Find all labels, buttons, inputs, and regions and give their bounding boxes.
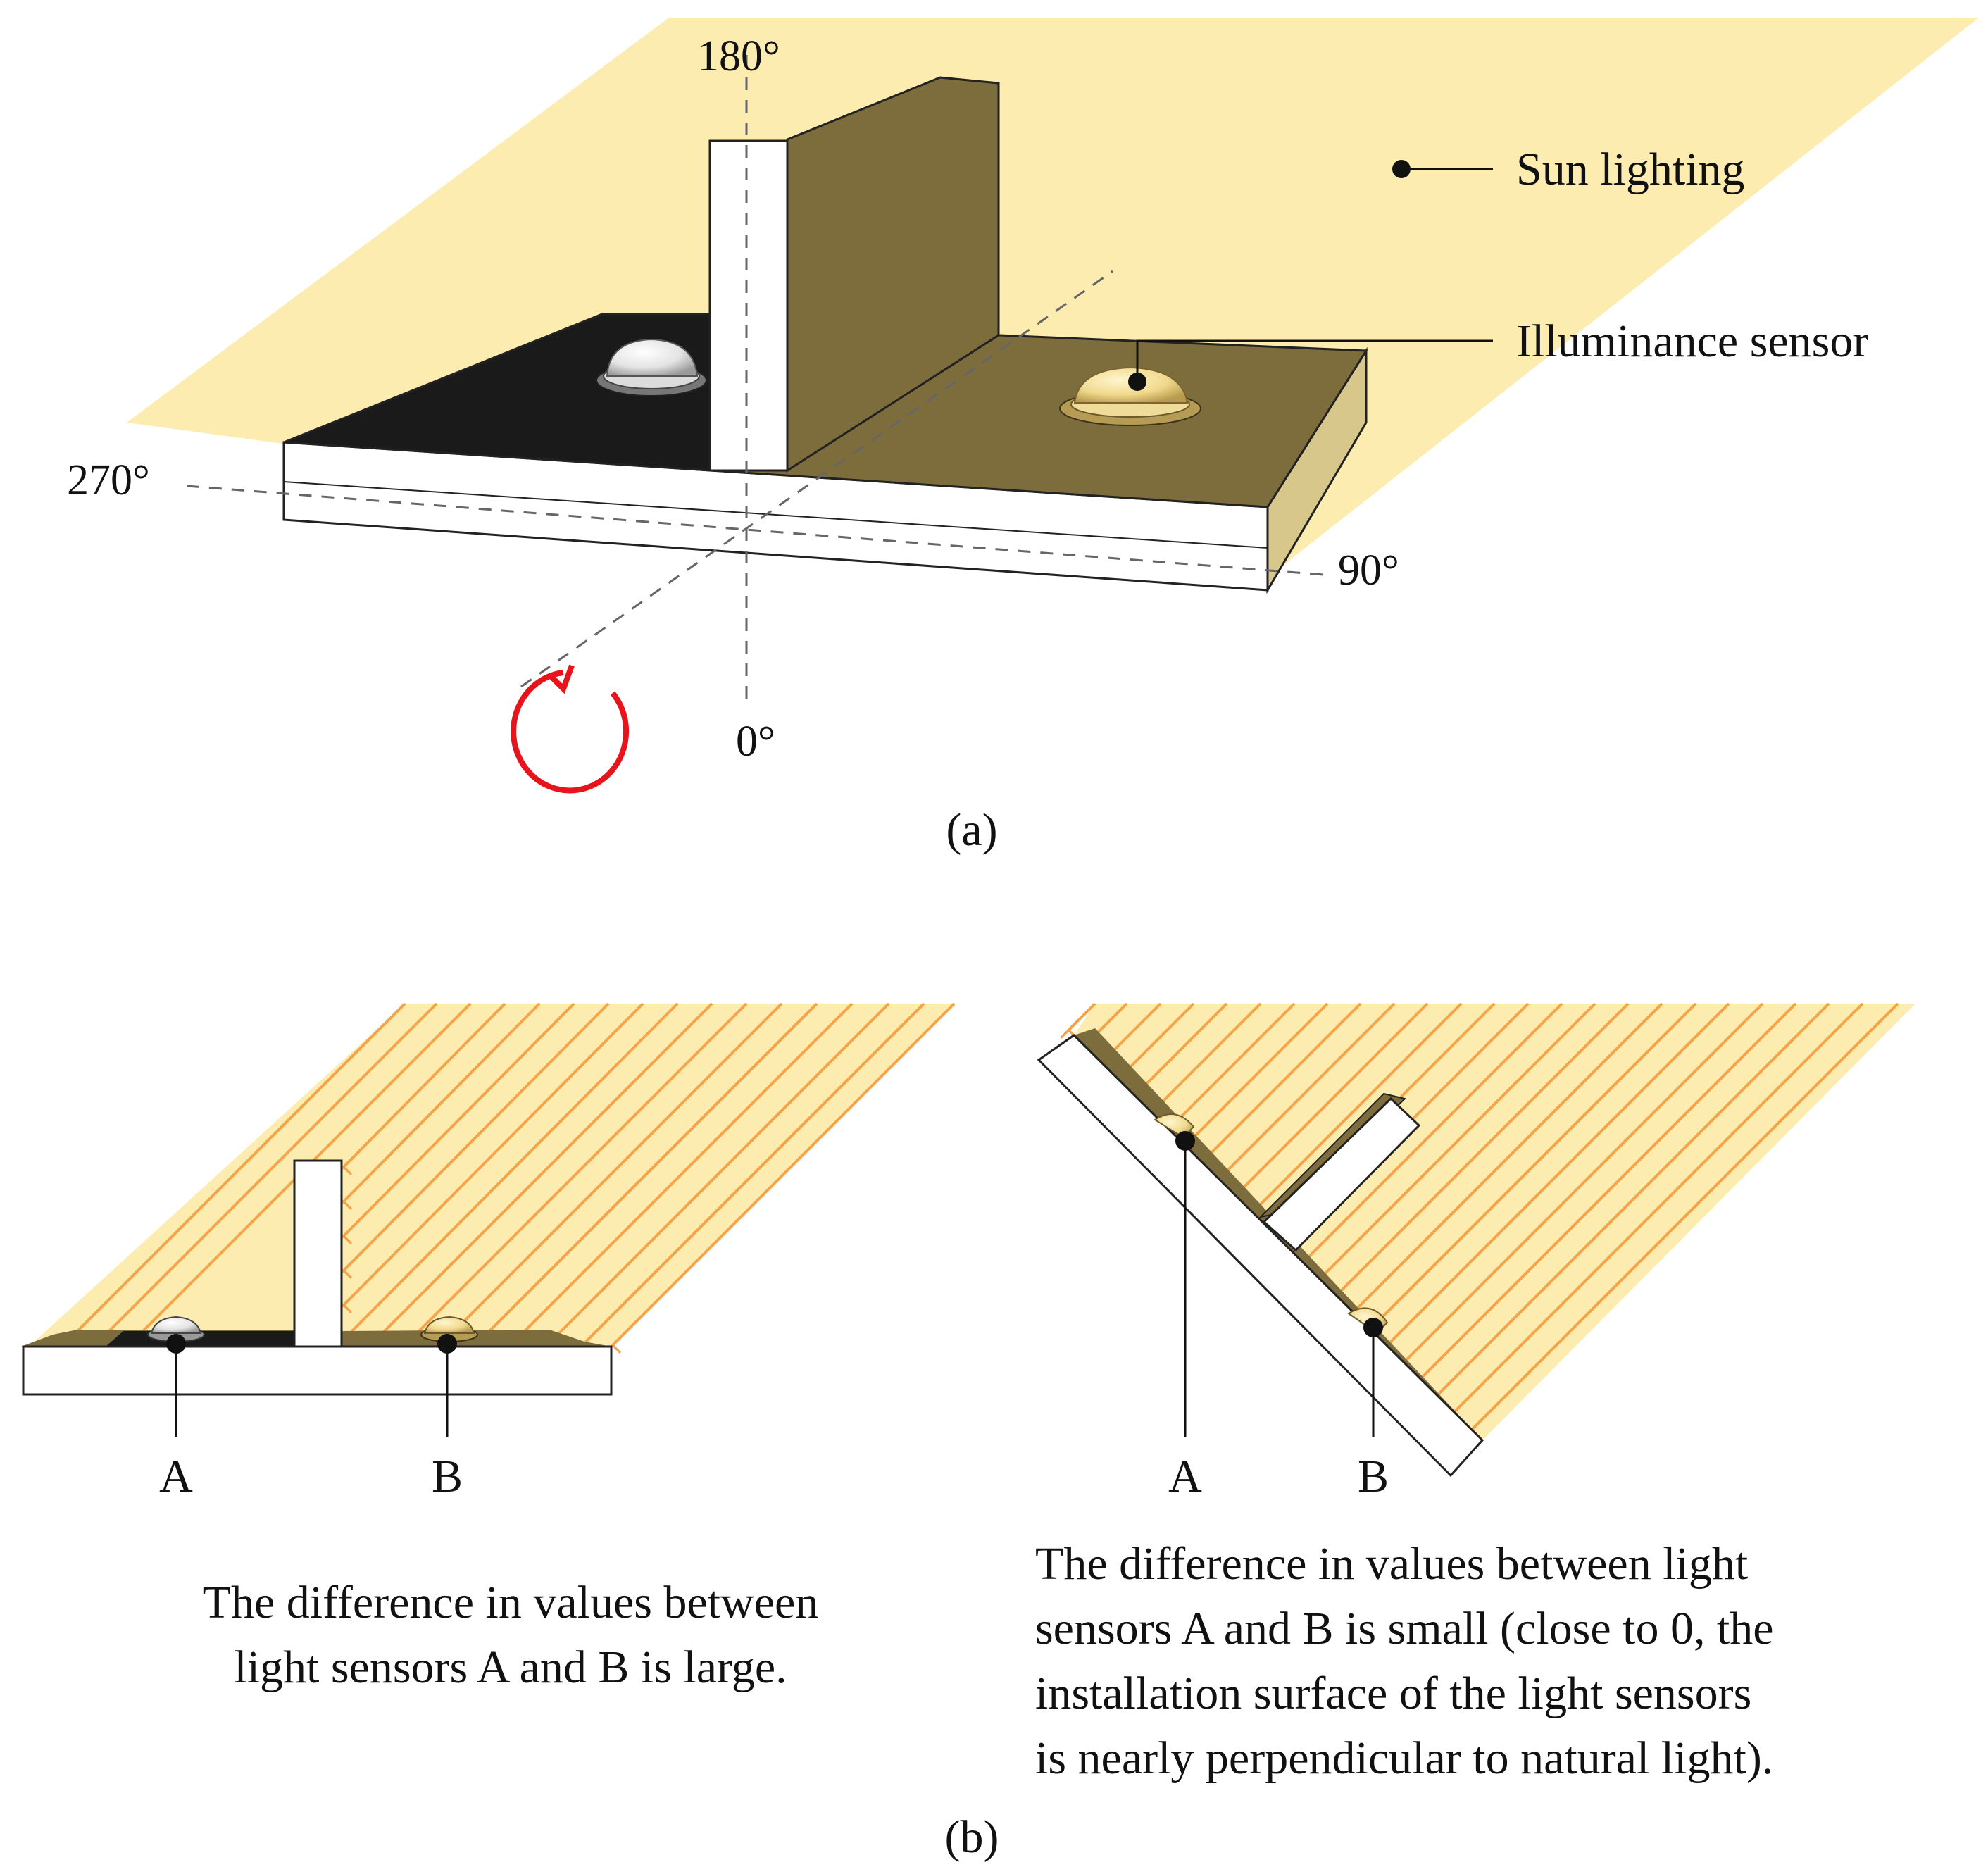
sun-ray <box>1060 1002 1096 1039</box>
sun-ray <box>1395 1002 1764 1371</box>
sun-ray <box>1193 1002 1362 1171</box>
panel-b-right: A B <box>1037 1002 1915 1502</box>
olive-surface-right <box>342 1330 611 1347</box>
vertical-fin-left <box>293 1159 343 1348</box>
sun-ray <box>1445 1002 1864 1421</box>
sun-lighting-band-left <box>28 1004 954 1347</box>
sun-rays-left <box>54 1002 956 1354</box>
sun-ray <box>361 1002 713 1354</box>
legend-illuminance-sensor: Illuminance sensor <box>1128 316 1868 391</box>
sensor-dome-gold <box>1059 366 1201 426</box>
sun-ray <box>86 1002 438 1354</box>
caption-right-line: is nearly perpendicular to natural light… <box>1035 1732 1774 1784</box>
caption-left-line: The difference in values between <box>202 1577 819 1628</box>
sun-ray <box>335 1002 610 1280</box>
caption-left: The difference in values between light s… <box>106 1571 915 1700</box>
sun-ray <box>501 1002 854 1354</box>
legend-sun-lighting: Sun lighting <box>1392 144 1745 195</box>
sun-ray <box>431 1002 783 1354</box>
sun-ray <box>335 1002 575 1245</box>
vertical-wall-edge <box>708 139 789 472</box>
sun-ray <box>1294 1002 1563 1271</box>
sun-ray <box>1177 1002 1329 1154</box>
sun-ray <box>573 1002 925 1354</box>
angle-90-label: 90° <box>1338 547 1399 594</box>
panel-a-label: (a) <box>946 804 997 856</box>
sensor-a-label-right: A <box>1168 1451 1202 1502</box>
sun-ray <box>1412 1002 1797 1387</box>
sun-ray <box>1126 1002 1228 1104</box>
sun-ray <box>1210 1002 1396 1188</box>
sun-ray <box>1361 1002 1697 1338</box>
sun-ray <box>1160 1002 1296 1138</box>
sun-ray <box>604 1002 956 1354</box>
sun-ray <box>1378 1002 1730 1354</box>
sensor-b-label-left: B <box>432 1451 463 1502</box>
caption-right: The difference in values between light s… <box>1035 1532 1972 1791</box>
sun-ray <box>466 1002 818 1354</box>
caption-right-line: sensors A and B is small (close to 0, th… <box>1035 1603 1774 1654</box>
caption-left-line: light sensors A and B is large. <box>234 1642 787 1693</box>
sun-ray <box>335 1002 679 1349</box>
sun-ray <box>1227 1002 1429 1204</box>
sun-ray <box>1463 1002 1899 1439</box>
sensor-dome-white <box>596 338 707 396</box>
sensor-b-label-right: B <box>1358 1451 1389 1502</box>
plate-body-tilted <box>1037 1034 1484 1478</box>
angle-180-label: 180° <box>697 32 780 80</box>
sensor-a-label-left: A <box>159 1451 193 1502</box>
angle-0-label: 0° <box>736 718 775 766</box>
sun-lighting-label: Sun lighting <box>1516 144 1745 195</box>
rotation-axes <box>186 55 1325 704</box>
caption-right-line: The difference in values between light <box>1035 1538 1749 1590</box>
vertical-fin-tilted <box>1262 1097 1421 1252</box>
caption-right-line: installation surface of the light sensor… <box>1035 1668 1752 1719</box>
sun-ray <box>335 1002 644 1314</box>
sun-ray <box>1311 1002 1596 1288</box>
sun-ray <box>538 1002 890 1354</box>
angle-270-label: 270° <box>67 456 150 504</box>
panel-a: 180° 270° 90° 0° Sun lighting Illuminanc… <box>67 18 1979 856</box>
sun-ray <box>1327 1002 1630 1304</box>
sun-ray <box>335 1002 506 1176</box>
illuminance-sensor-label: Illuminance sensor <box>1516 316 1868 367</box>
panel-b-label: (b) <box>945 1811 999 1863</box>
sun-ray <box>54 1002 406 1354</box>
sun-ray <box>335 1002 541 1211</box>
panel-b-left: A B <box>21 1002 956 1502</box>
sun-ray <box>396 1002 748 1354</box>
sun-ray <box>1143 1002 1262 1121</box>
sun-ray <box>1344 1002 1663 1321</box>
sun-ray <box>1428 1002 1830 1404</box>
sun-ray <box>1244 1002 1463 1221</box>
rotation-arrow-icon <box>511 664 630 794</box>
plate-body-left <box>22 1345 613 1396</box>
